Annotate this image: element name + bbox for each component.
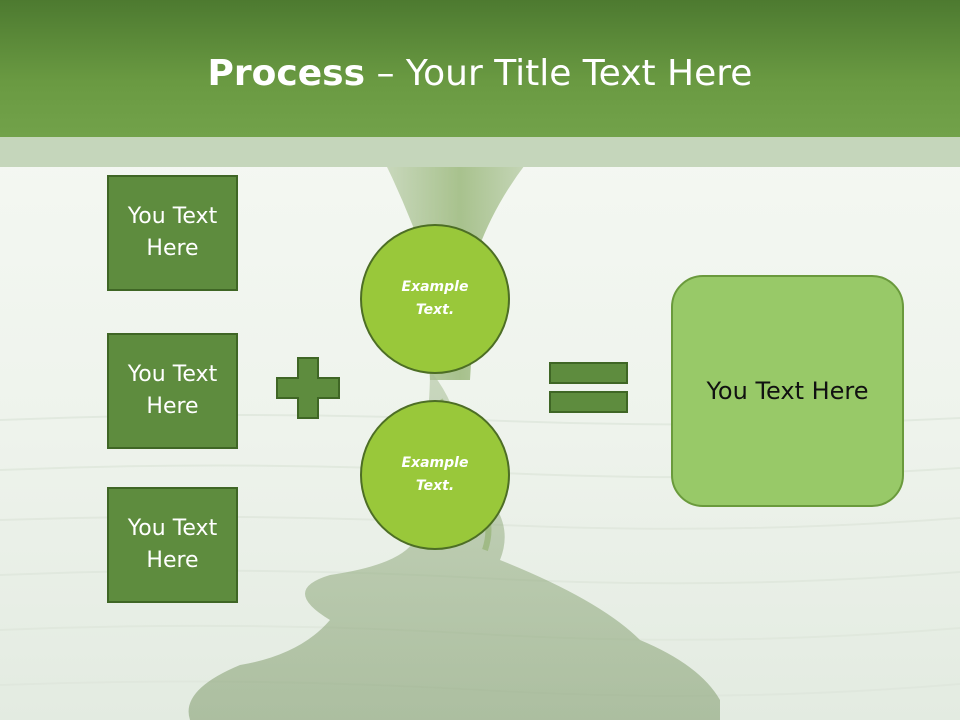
title-bar-strip: [0, 137, 960, 167]
example-circle-2[interactable]: Example Text.: [360, 400, 510, 550]
text-box-2[interactable]: You Text Here: [107, 333, 238, 449]
plus-icon: [276, 357, 340, 419]
result-box[interactable]: You Text Here: [671, 275, 904, 507]
example-circle-1-label: Example Text.: [401, 279, 469, 318]
example-circle-1[interactable]: Example Text.: [360, 224, 510, 374]
title-bar: [0, 0, 960, 137]
equals-icon: [549, 362, 628, 413]
text-box-3[interactable]: You Text Here: [107, 487, 238, 603]
slide-title-rest: – Your Title Text Here: [365, 53, 753, 94]
text-box-3-label: You Text Here: [127, 516, 218, 573]
result-box-label: You Text Here: [706, 377, 869, 405]
text-box-1-label: You Text Here: [127, 204, 218, 261]
text-box-1[interactable]: You Text Here: [107, 175, 238, 291]
example-circle-2-label: Example Text.: [401, 455, 469, 494]
slide-title-bold: Process: [207, 53, 366, 94]
slide-title: Process – Your Title Text Here: [0, 50, 960, 98]
text-box-2-label: You Text Here: [127, 362, 218, 419]
